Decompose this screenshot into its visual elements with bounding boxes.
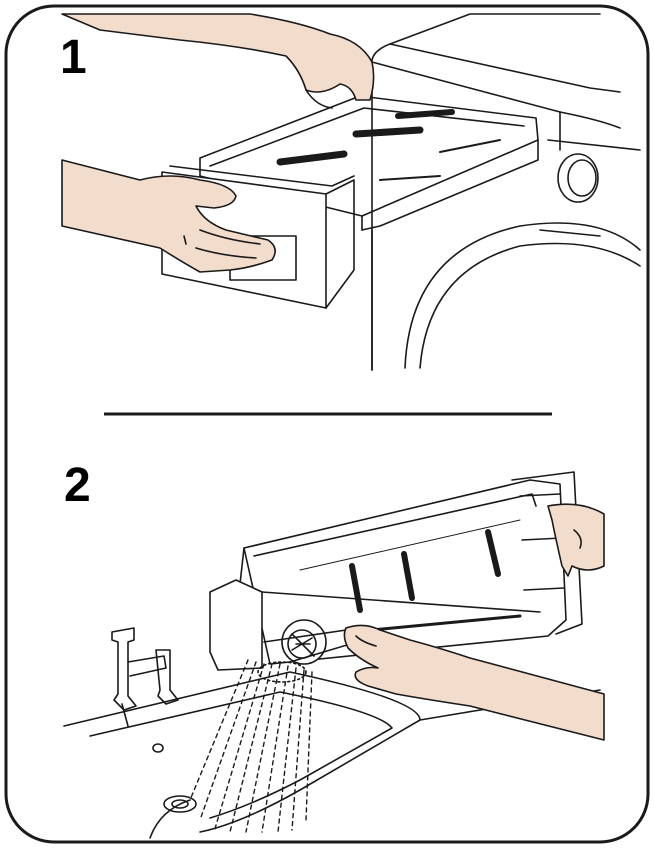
step-number-2: 2 <box>64 462 91 510</box>
step-number-1: 1 <box>60 34 87 82</box>
